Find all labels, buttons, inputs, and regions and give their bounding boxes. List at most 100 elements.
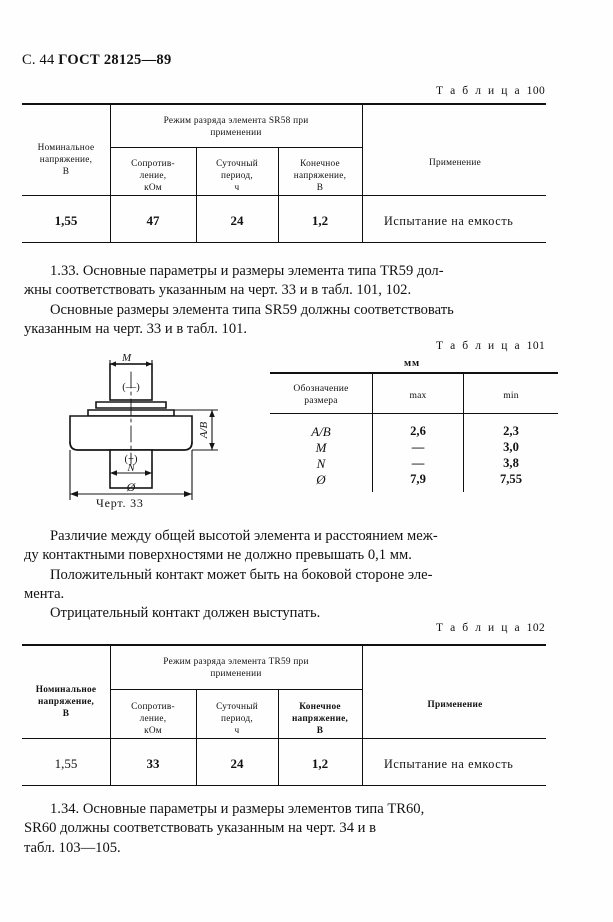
table-101-units: мм [404,358,420,369]
table-102-group-header-line1: Режим разряда элемента TR59 при [163,657,309,667]
table-100-cell-nominal: 1,55 [54,213,78,228]
table-101-col-max: max [409,390,427,401]
table-102-col-nominal-line3: В [62,708,70,719]
table-102-group-header: Режим разряда элемента TR59 при применен… [112,657,360,681]
table-100-group-header-line2: применении [210,127,262,138]
table-102-col-period-line1: Суточный [216,702,258,712]
table-102-col-resistance-line2: ление, [139,713,167,724]
table-101-caption: Т а б л и ц а 101 [436,340,545,352]
table-102-cell-application: Испытание на емкость [384,757,514,771]
table-101-row-3-max: 7,9 [410,472,426,486]
table-102-col-period-line2: период, [221,713,253,724]
table-102-col-application-label: Применение [427,700,483,710]
table-102-cell-final-voltage: 1,2 [311,756,329,771]
paragraph-1-33-line2: жны соответствовать указанным на черт. 3… [24,282,412,299]
figure-33: M N Ø A/B (—) (+) [40,348,260,508]
table-101-col-designation-line2: размера [304,395,338,407]
table-100-col-application: Применение [364,158,546,170]
table-100-cell-period: 24 [230,213,244,228]
table-100-col-final-voltage-line2: напряжение, [293,170,347,181]
table-102-caption-number: 102 [526,622,546,634]
notes-line4: мента. [24,585,65,602]
table-100-vline-2 [196,148,198,242]
table-102-group-header-line2: применении [210,668,262,679]
table-102-caption-word: Т а б л и ц а [436,622,522,634]
table-100-col-period-line3: ч [234,182,240,193]
table-101-col-designation-line1: Обозначение [293,383,349,394]
table-102-top-border [22,644,546,647]
table-100-col-period-line1: Суточный [216,159,258,169]
figure-33-label-m-top: M [122,352,132,364]
table-102-col-nominal-line1: Номинальное [35,685,97,695]
figure-33-label-negative: (—) [122,382,140,393]
table-101-header-bottom-border [270,413,558,415]
table-102-vline-3 [278,690,280,785]
table-102: Режим разряда элемента TR59 при применен… [22,644,546,787]
table-101-top-border [270,372,558,375]
table-100-header-bottom-border [22,195,546,197]
table-101-row-1-min: 3,0 [503,440,519,454]
table-100-col-final-voltage: Конечное напряжение, В [280,159,360,195]
paragraph-1-34-line1: 1.34. Основные параметры и размеры элеме… [50,801,425,817]
paragraph-1-34: 1.34. Основные параметры и размеры элеме… [24,800,584,858]
table-101-row-2-min: 3,8 [503,456,519,470]
notes-line1: Различие между общей высотой элемента и … [50,528,438,544]
table-101-caption-word: Т а б л и ц а [436,340,522,352]
paragraph-1-34-line3: табл. 103—105. [24,839,121,856]
table-102-header-bottom-border [22,738,546,740]
table-101-vline-2 [463,374,465,492]
table-102-col-resistance: Сопротив- ление, кОм [112,702,194,738]
table-100-col-final-voltage-line1: Конечное [300,159,340,169]
notes-line3: Положительный контакт может быть на боко… [50,566,433,583]
table-101-row-2-symbol: N [316,456,326,471]
notes-line2: ду контактными поверхностями не должно п… [24,547,412,564]
table-101-row-0-min: 2,3 [503,424,519,438]
table-101-row-3-min: 7,55 [499,472,523,486]
table-100-bottom-border [22,242,546,244]
figure-33-label-height: A/B [198,421,210,439]
table-101-caption-number: 101 [526,340,546,352]
table-101-row-2-max: — [411,456,425,470]
figure-33-label-positive: (+) [125,454,138,465]
table-102-group-underline [110,689,362,691]
table-100-caption-word: Т а б л и ц а [436,85,522,97]
table-100-col-nominal-line3: В [62,166,70,177]
table-101-row-3-symbol: Ø [316,472,326,487]
notes-block: Различие между общей высотой элемента и … [24,527,584,623]
table-100-col-nominal-line2: напряжение, [39,154,93,165]
figure-33-label-n: N [126,462,135,474]
table-102-bottom-border [22,785,546,787]
table-100-vline-1 [110,105,112,242]
table-102-vline-2 [196,690,198,785]
table-100-col-resistance-line1: Сопротив- [131,159,175,169]
figure-33-drawing: M N Ø A/B (—) (+) [69,348,218,500]
table-102-col-period-line3: ч [234,725,240,736]
paragraph-1-34-line2: SR60 должны соответствовать указанным на… [24,820,376,837]
table-100-col-resistance-line3: кОм [144,182,162,193]
table-100-col-resistance: Сопротив- ление, кОм [112,159,194,195]
table-100-top-border [22,103,546,106]
table-101-vline-1 [372,374,374,492]
table-100-col-application-label: Применение [428,158,482,168]
table-102-col-final-voltage-line2: напряжение, [291,713,349,724]
table-101-row-1-symbol: M [315,440,327,455]
table-101: Обозначение размера max min A/B 2,6 2,3 … [270,372,558,494]
table-100-col-resistance-line2: ление, [139,170,167,181]
table-102-col-final-voltage: Конечное напряжение, В [280,702,360,738]
table-102-col-nominal: Номинальное напряжение, В [24,685,108,721]
table-102-cell-period: 24 [230,756,244,771]
paragraph-1-33-line4: указанным на черт. 33 и в табл. 101. [24,320,248,337]
paragraph-1-33: 1.33. Основные параметры и размеры элеме… [24,262,584,339]
table-100: Режим разряда элемента SR58 при применен… [22,103,546,244]
table-100-group-underline [110,147,362,149]
table-100-col-period-line2: период, [221,170,253,181]
figure-33-caption: Черт. 33 [96,496,144,510]
table-100-cell-resistance: 47 [146,213,160,228]
table-102-col-application: Применение [364,700,546,712]
figure-33-label-diameter: Ø [126,480,137,494]
table-102-vline-4 [362,646,364,785]
table-100-col-period: Суточный период, ч [198,159,276,195]
table-102-col-resistance-line1: Сопротив- [131,702,175,712]
table-101-row-0-symbol: A/B [311,424,331,439]
table-100-cell-final-voltage: 1,2 [311,213,329,228]
